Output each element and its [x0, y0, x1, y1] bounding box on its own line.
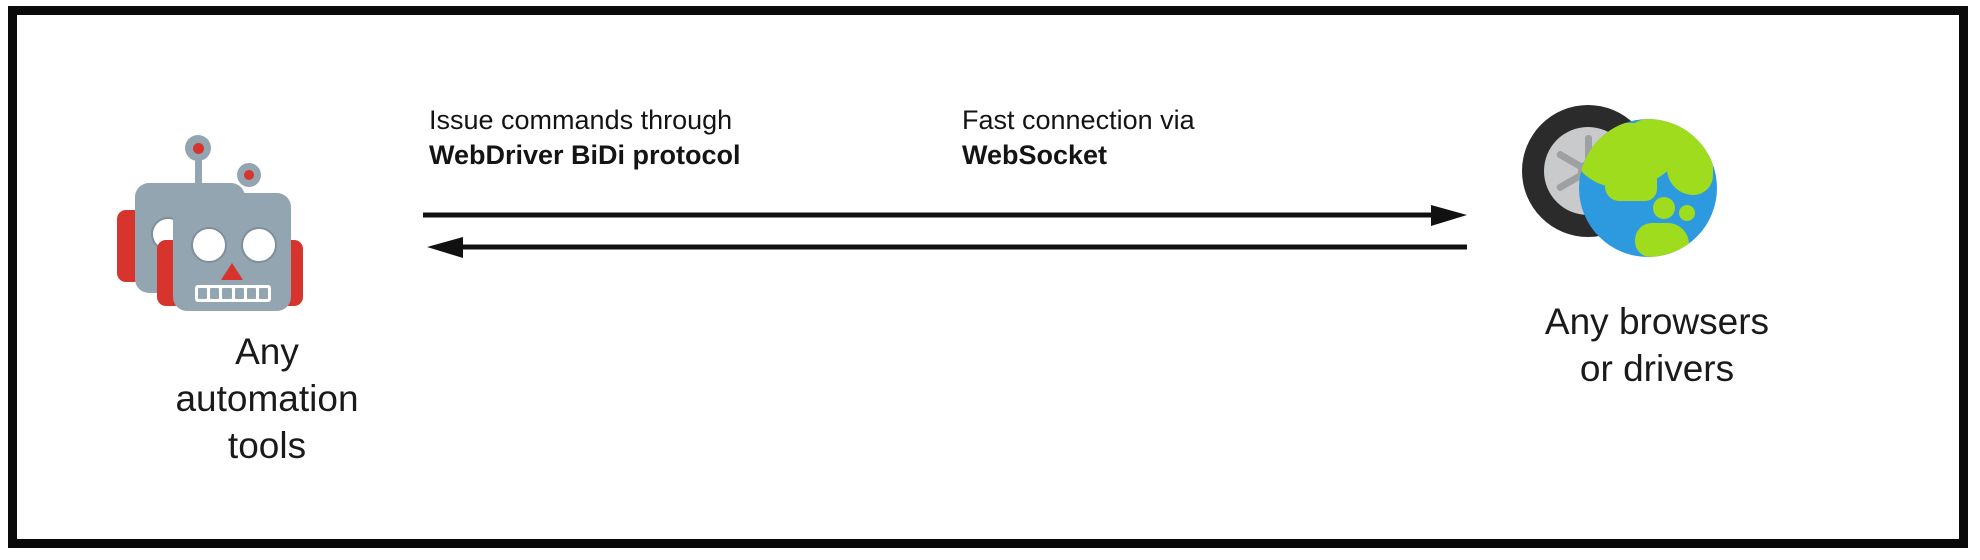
caption-line: or drivers [1579, 348, 1735, 389]
edge-label-line-1: Fast connection via [962, 105, 1195, 135]
robot-tooth [234, 288, 244, 299]
robot-antenna-dot [244, 170, 254, 180]
node-automation-tools: Any automation tools [117, 135, 417, 515]
robot-tooth [258, 288, 269, 299]
node-browsers-caption: Any browsers or drivers [1467, 298, 1847, 392]
edge-label-line-2: WebDriver BiDi protocol [429, 140, 741, 170]
globe-land [1679, 205, 1695, 221]
edge-label-commands: Issue commands through WebDriver BiDi pr… [429, 103, 741, 173]
arrow-left [427, 237, 1467, 258]
robot-eye-left [191, 227, 227, 263]
caption-line: automation [175, 378, 359, 419]
globe-land [1653, 197, 1675, 219]
globe-icon [1579, 119, 1717, 257]
edge-label-line-1: Issue commands through [429, 105, 733, 135]
globe-land [1605, 171, 1657, 201]
edge-label-websocket: Fast connection via WebSocket [962, 103, 1195, 173]
diagram-canvas: Any automation tools Issue commands thro… [17, 15, 1959, 539]
caption-line: Any browsers [1544, 301, 1770, 342]
connector-group: Issue commands through WebDriver BiDi pr… [417, 95, 1477, 285]
node-browsers-drivers: Any browsers or drivers [1467, 95, 1847, 515]
robot-tooth [210, 288, 220, 299]
arrow-right [423, 205, 1467, 226]
robot-nose [221, 263, 243, 280]
edge-label-line-2: WebSocket [962, 140, 1108, 170]
robot-tooth [222, 288, 232, 299]
node-automation-caption: Any automation tools [117, 328, 417, 469]
robot-mouth [195, 285, 271, 302]
robot-tooth [198, 288, 208, 299]
caption-line: tools [227, 425, 307, 466]
robots-icon [117, 135, 417, 311]
globe-land [1635, 223, 1689, 257]
robot-tooth [246, 288, 256, 299]
diagram-frame: Any automation tools Issue commands thro… [8, 6, 1968, 548]
robot-antenna-dot [193, 143, 204, 154]
robot-eye-right [241, 227, 277, 263]
arrow-group [423, 205, 1467, 258]
globe-land [1667, 141, 1713, 195]
tire-globe-icon [1467, 95, 1847, 280]
robot-antenna-stem [195, 159, 202, 189]
caption-line: Any [235, 331, 299, 372]
